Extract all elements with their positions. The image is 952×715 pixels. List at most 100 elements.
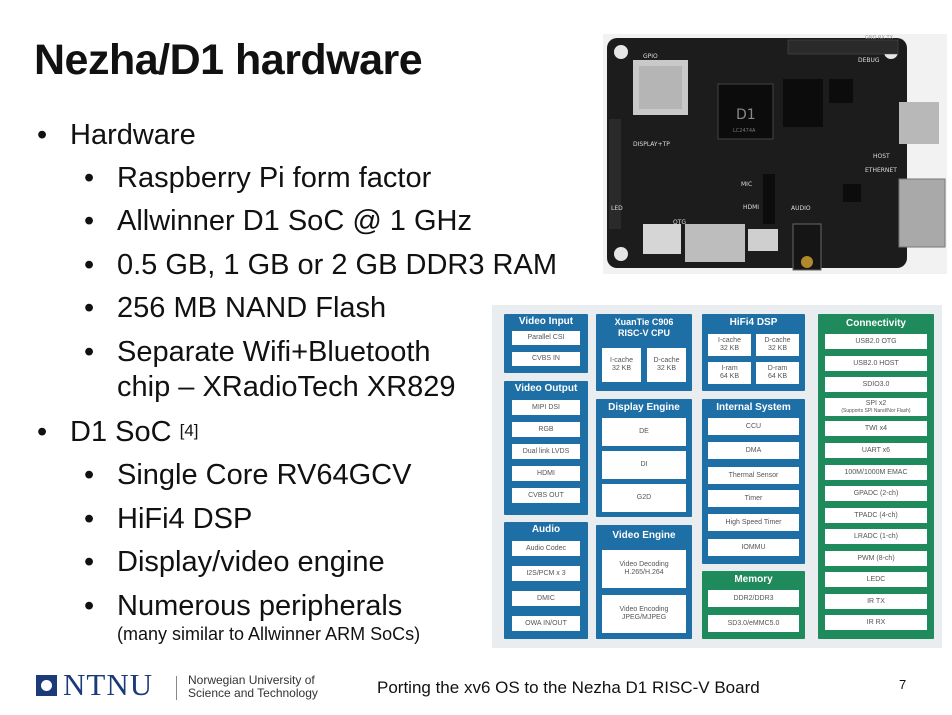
- cell-dsp-dram: D-ram 64 KB: [756, 362, 799, 384]
- bullet-periph-note: (many similar to Allwinner ARM SoCs): [117, 624, 421, 644]
- bullet-core: •Single Core RV64GCV: [84, 459, 412, 491]
- cell-rgb: RGB: [512, 422, 580, 437]
- block-audio: Audio Audio Codec I2S/PCM x 3 DMIC OWA I…: [504, 522, 588, 639]
- ntnu-wordmark: NTNU: [63, 667, 154, 702]
- bullet-rpi: • Raspberry Pi form factor: [84, 162, 432, 194]
- block-display-engine: Display Engine DE DI G2D: [596, 399, 692, 517]
- cell-de: DE: [602, 418, 686, 446]
- bullet-periph: • Numerous peripherals: [84, 590, 403, 622]
- cell-video-encoding: Video Encoding JPEG/MJPEG: [602, 595, 686, 633]
- bullet-text: Hardware: [70, 119, 196, 151]
- board-label-display: DISPLAY+TP: [633, 141, 670, 148]
- bullet-text: Numerous peripherals: [117, 590, 403, 622]
- cell-dma: DMA: [708, 442, 799, 459]
- block-title: Audio: [531, 524, 561, 535]
- cell-ledc: LEDC: [825, 572, 927, 587]
- cell-spi-note: (Supports SPI Nand/Nor Flash): [841, 408, 911, 414]
- cell-video-decoding: Video Decoding H.265/H.264: [602, 550, 686, 588]
- cell-tpadc: TPADC (4-ch): [825, 508, 927, 523]
- cell-mipi-dsi: MIPI DSI: [512, 400, 580, 415]
- soc-block-diagram: Video Input Parallel CSI CVBS IN Video O…: [492, 305, 942, 648]
- cell-g2d: G2D: [602, 484, 686, 512]
- cell-emac: 100M/1000M EMAC: [825, 465, 927, 480]
- bullet-text: Raspberry Pi form factor: [117, 162, 432, 194]
- bullet-text: D1 SoC: [70, 416, 172, 448]
- bullet-d1soc: •D1 SoC [4]: [37, 416, 199, 448]
- slide-title: Nezha/D1 hardware: [34, 36, 423, 84]
- cell-cvbs-out: CVBS OUT: [512, 488, 580, 503]
- university-name: Norwegian University of Science and Tech…: [188, 674, 318, 700]
- board-label-gpio: GPIO: [643, 53, 658, 60]
- block-memory: Memory DDR2/DDR3 SD3.0/eMMC5.0: [702, 571, 805, 639]
- bullet-text: Separate Wifi+Bluetooth: [117, 336, 431, 368]
- bullet-text: HiFi4 DSP: [117, 503, 253, 535]
- block-hifi4-dsp: HiFi4 DSP I-cache 32 KB D-cache 32 KB I-…: [702, 314, 805, 391]
- cell-dmic: DMIC: [512, 591, 580, 606]
- cell-lvds: Dual link LVDS: [512, 444, 580, 459]
- block-title: Video Engine: [612, 530, 676, 541]
- cell-iommu: IOMMU: [708, 539, 799, 556]
- bullet-text: Allwinner D1 SoC @ 1 GHz: [117, 205, 472, 237]
- cell-i2s: I2S/PCM x 3: [512, 566, 580, 581]
- bullet-dot: •: [84, 336, 95, 368]
- block-title: Video Output: [514, 383, 578, 394]
- board-label-ethernet: ETHERNET: [865, 167, 897, 174]
- cell-sdio: SDIO3.0: [825, 377, 927, 392]
- board-label-debug: DEBUG: [858, 57, 880, 64]
- bullet-dot: •: [84, 292, 95, 324]
- block-cpu: XuanTie C906 RISC-V CPU I-cache 32 KB D-…: [596, 314, 692, 391]
- cell-parallel-csi: Parallel CSI: [512, 331, 580, 345]
- bullet-text: 256 MB NAND Flash: [117, 292, 387, 324]
- board-label-chip: D1: [736, 107, 756, 123]
- page-number: 7: [899, 677, 907, 692]
- bullet-nand: • 256 MB NAND Flash: [84, 292, 387, 324]
- cell-usb-host: USB2.0 HOST: [825, 356, 927, 371]
- block-video-engine: Video Engine Video Decoding H.265/H.264 …: [596, 525, 692, 639]
- cell-ir-tx: IR TX: [825, 594, 927, 609]
- bullet-dot: •: [84, 205, 95, 237]
- cell-twi: TWI x4: [825, 421, 927, 436]
- board-label-mic: MIC: [741, 181, 752, 188]
- bullet-dot: •: [84, 503, 95, 535]
- cell-hdmi: HDMI: [512, 466, 580, 481]
- board-label-otg: OTG: [673, 219, 686, 226]
- block-title: Connectivity: [845, 318, 906, 329]
- ntnu-logo-icon: [36, 675, 57, 696]
- board-label-hdmi: HDMI: [743, 204, 759, 211]
- bullet-dot: •: [37, 119, 48, 151]
- cell-audio-codec: Audio Codec: [512, 541, 580, 556]
- board-label-host: HOST: [873, 153, 890, 160]
- cell-spi: SPI x2 (Supports SPI Nand/Nor Flash): [825, 398, 927, 416]
- block-subtitle: RISC-V CPU: [617, 328, 670, 338]
- board-label-audio: AUDIO: [791, 205, 811, 212]
- cell-cpu-dcache: D-cache 32 KB: [647, 348, 686, 382]
- cell-dsp-icache: I-cache 32 KB: [708, 334, 751, 356]
- bullet-dot: •: [84, 590, 95, 622]
- board-label-chip-code: LC2474A: [733, 128, 756, 134]
- reference-marker: [4]: [179, 421, 199, 440]
- university-name-line2: Science and Technology: [188, 686, 318, 700]
- block-title: Internal System: [716, 402, 791, 413]
- cell-timer: Timer: [708, 490, 799, 507]
- cell-high-speed-timer: High Speed Timer: [708, 514, 799, 531]
- cell-cvbs-in: CVBS IN: [512, 352, 580, 366]
- board-label-led: LED: [611, 205, 623, 212]
- cell-cpu-icache: I-cache 32 KB: [602, 348, 641, 382]
- bullet-soc: • Allwinner D1 SoC @ 1 GHz: [84, 205, 472, 237]
- bullet-text: 0.5 GB, 1 GB or 2 GB DDR3 RAM: [117, 249, 557, 281]
- cell-ir-rx: IR RX: [825, 615, 927, 630]
- bullet-text: chip – XRadioTech XR829: [117, 371, 456, 403]
- block-internal-system: Internal System CCU DMA Thermal Sensor T…: [702, 399, 805, 564]
- board-photo: GPIO GND RX TX DEBUG DISPLAY+TP D1 LC247…: [603, 34, 947, 274]
- cell-dsp-dcache: D-cache 32 KB: [756, 334, 799, 356]
- cell-ccu: CCU: [708, 418, 799, 435]
- cell-thermal-sensor: Thermal Sensor: [708, 467, 799, 484]
- bullet-text: Single Core RV64GCV: [117, 459, 412, 491]
- block-title: Display Engine: [608, 402, 680, 413]
- university-name-line1: Norwegian University of: [188, 673, 315, 687]
- bullet-dot: •: [84, 162, 95, 194]
- footer-divider: [176, 676, 177, 700]
- bullet-dot: •: [84, 249, 95, 281]
- bullet-wifi-line2: chip – XRadioTech XR829: [117, 371, 456, 403]
- board-label-gnd-rx-tx: GND RX TX: [865, 35, 894, 41]
